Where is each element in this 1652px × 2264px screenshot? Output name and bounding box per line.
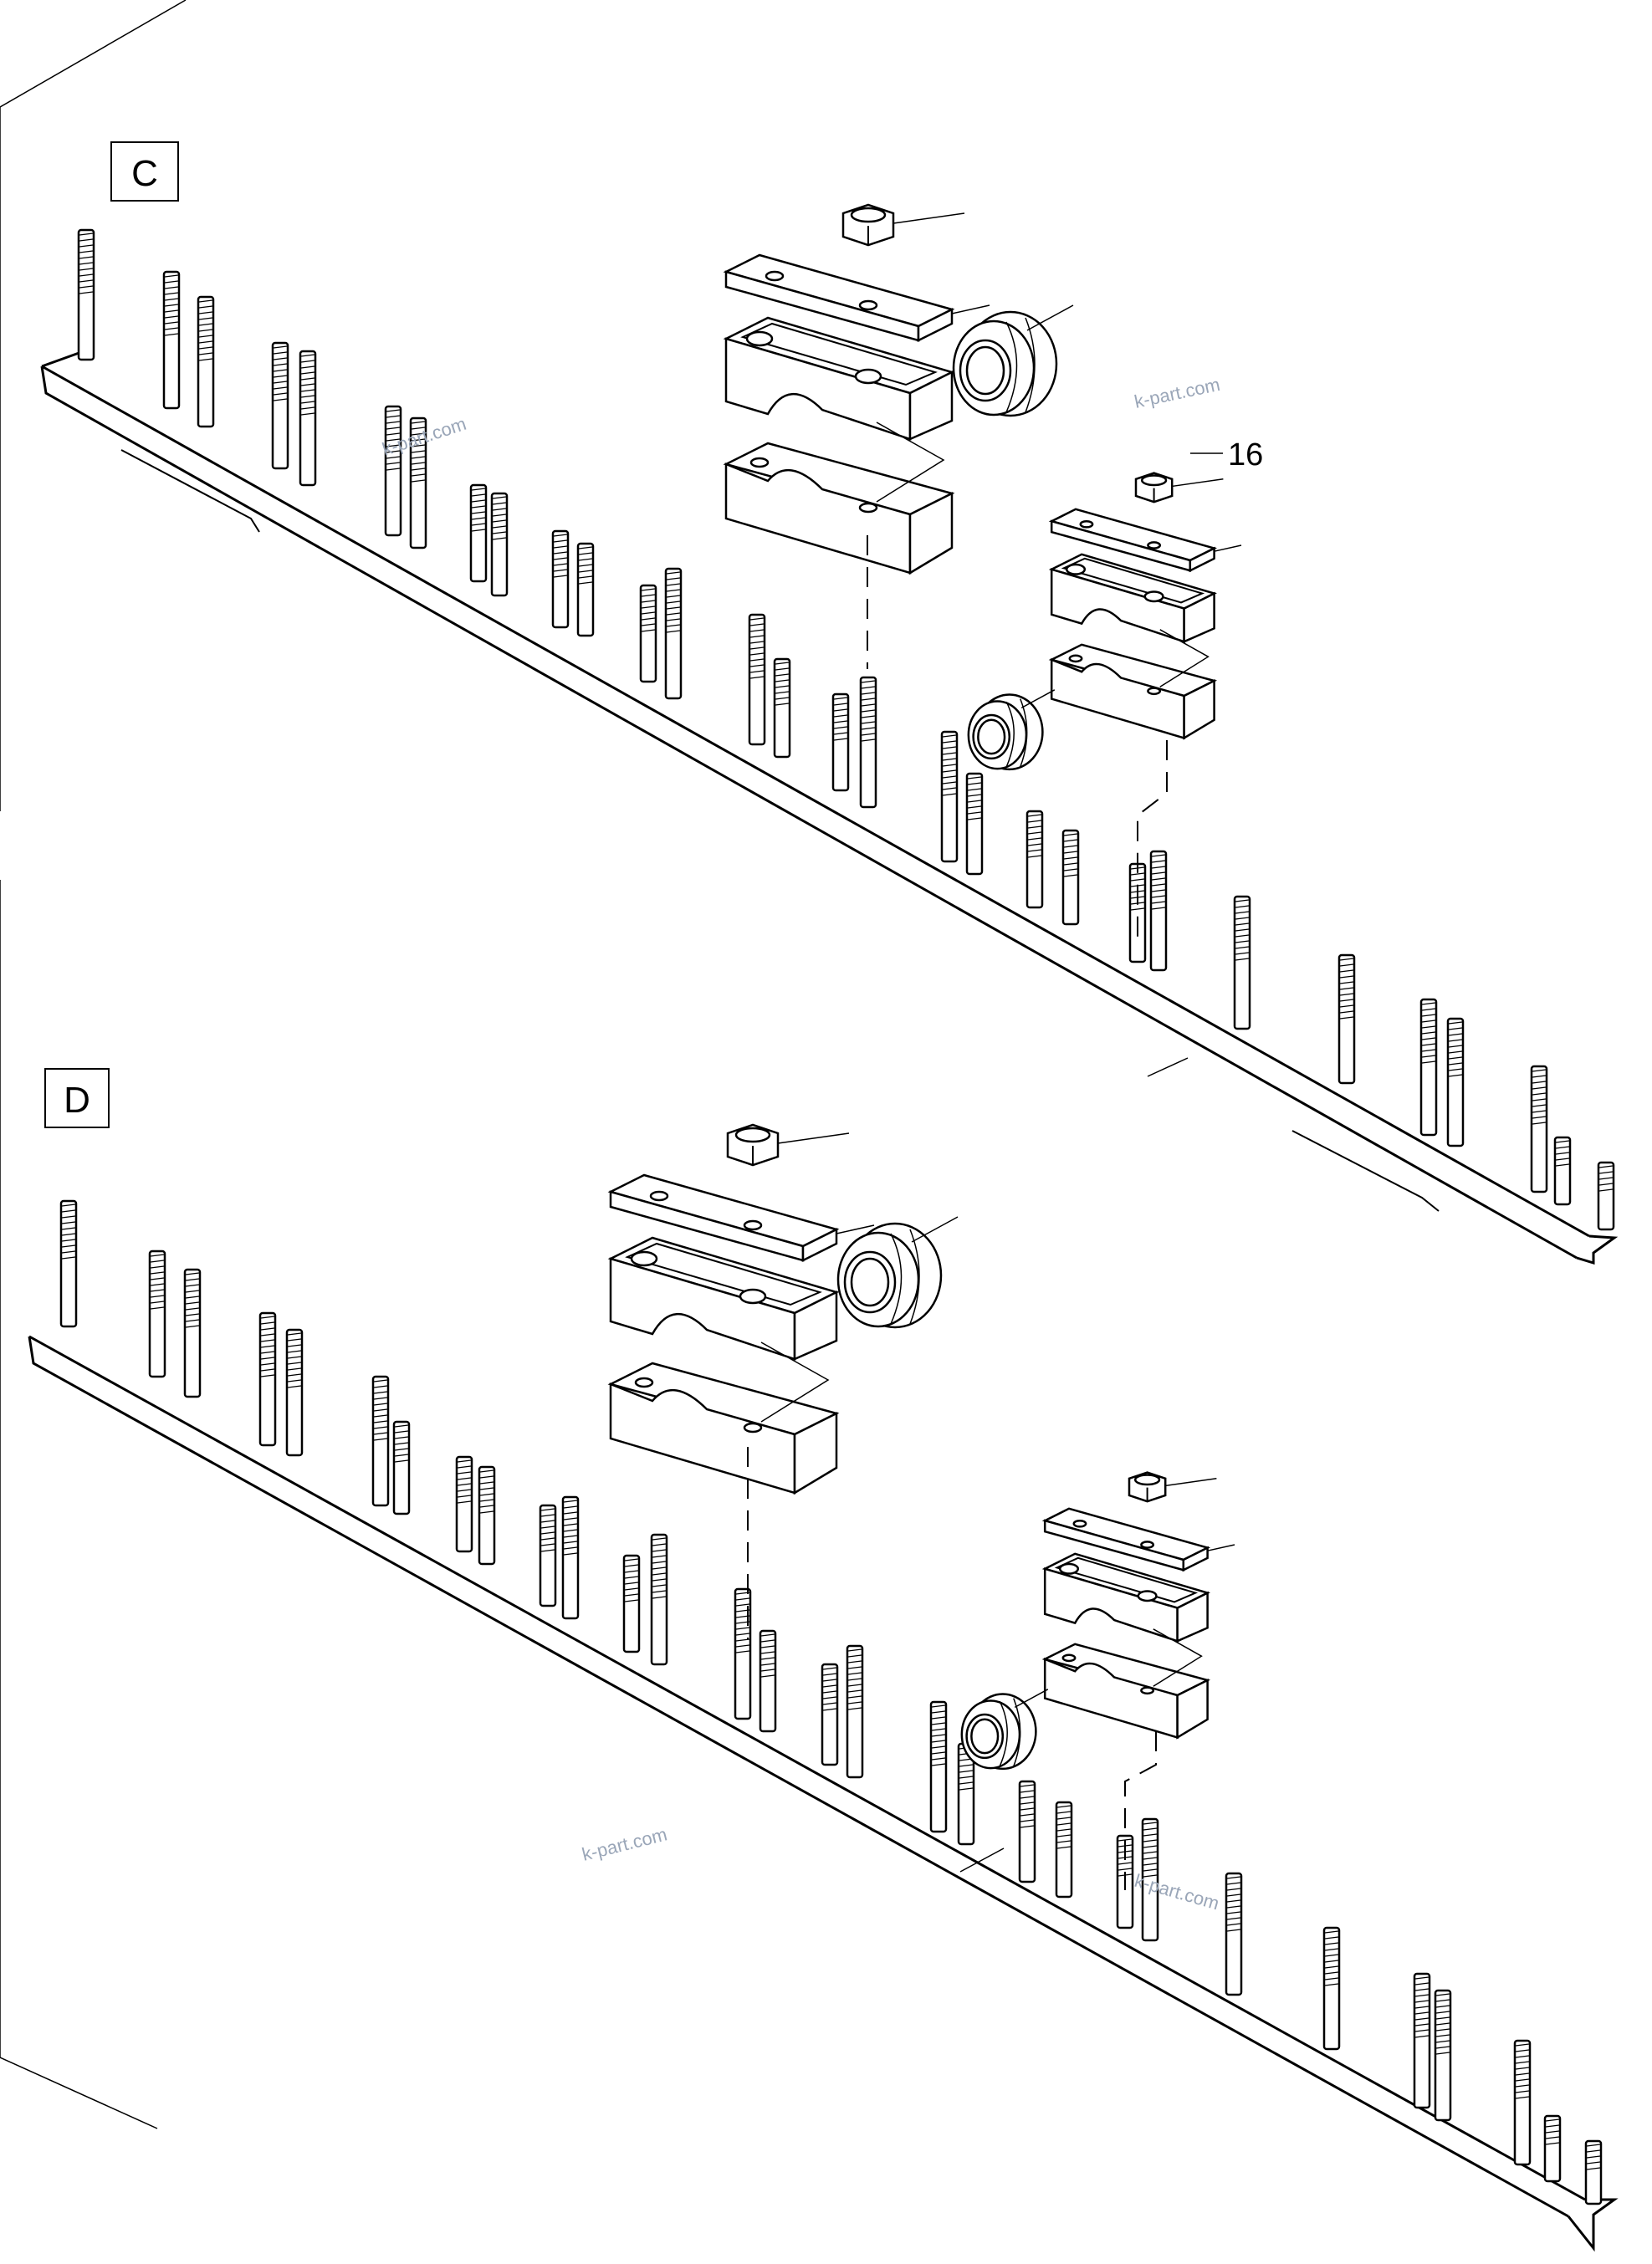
svg-text:16: 16 (1228, 437, 1263, 473)
page-frame-lines (0, 0, 187, 2129)
threaded-stud-25 (1337, 953, 1356, 1085)
threaded-stud-50 (1018, 1780, 1036, 1883)
threaded-stud-17 (859, 676, 877, 809)
rubber-grommet (836, 1216, 959, 1329)
threaded-stud-59 (1543, 2114, 1562, 2183)
threaded-stud-16 (831, 692, 850, 792)
clamp-assemblies (607, 203, 1242, 1890)
threaded-stud-37 (392, 1420, 411, 1515)
threaded-stud-13 (664, 567, 683, 700)
threaded-stud-9 (490, 492, 509, 597)
threaded-stud-2 (162, 270, 181, 410)
clamp-lower-half (723, 442, 955, 575)
threaded-stud-26 (1419, 998, 1438, 1137)
view-label-c: C (110, 141, 179, 202)
clamp-upper-half (723, 316, 955, 441)
threaded-stud-5 (299, 350, 317, 487)
threaded-stud-18 (940, 730, 959, 863)
threaded-stud-48 (929, 1700, 948, 1833)
rail-d (28, 1335, 1619, 2252)
threaded-stud-30 (1597, 1161, 1615, 1231)
clamp-upper-half (1048, 553, 1217, 644)
clamp-plate (607, 1173, 840, 1263)
svg-text:D: D (64, 1080, 90, 1121)
threaded-stud-45 (759, 1629, 777, 1733)
rail-c (40, 350, 1619, 1265)
threaded-stud-42 (622, 1554, 641, 1653)
threaded-stud-3 (197, 295, 215, 428)
clamp-assembly-c-1 (723, 203, 1074, 575)
threaded-stud-1 (77, 228, 95, 361)
threaded-stud-19 (965, 772, 984, 876)
clamp-plate (723, 253, 955, 343)
clamp-assembly-c-2 (967, 472, 1242, 771)
threaded-stud-31 (59, 1199, 78, 1328)
threaded-stud-36 (371, 1375, 390, 1507)
clamp-lower-half (607, 1362, 840, 1495)
threaded-stud-35 (285, 1328, 304, 1457)
threaded-stud-55 (1322, 1926, 1341, 2051)
threaded-stud-24 (1233, 895, 1251, 1030)
threaded-stud-28 (1530, 1065, 1548, 1193)
threaded-stud-7 (409, 417, 427, 549)
clamp-upper-half (607, 1236, 840, 1361)
threaded-stud-44 (734, 1587, 752, 1720)
rubber-grommet (960, 1689, 1049, 1771)
threaded-stud-23 (1149, 850, 1168, 972)
threaded-stud-21 (1061, 829, 1080, 926)
svg-text:C: C (131, 153, 158, 194)
threaded-stud-51 (1055, 1801, 1073, 1899)
rubber-grommet (967, 689, 1056, 771)
watermark-text: k-part.com (1133, 374, 1222, 412)
threaded-stud-54 (1225, 1872, 1243, 1996)
clamp-lower-half (1041, 1643, 1211, 1740)
clamp-upper-half (1041, 1552, 1210, 1643)
hex-nut (1134, 472, 1174, 503)
hex-nut (841, 203, 895, 247)
threaded-stud-8 (469, 483, 488, 583)
threaded-stud-43 (650, 1533, 668, 1666)
threaded-stud-4 (271, 341, 289, 470)
threaded-stud-11 (576, 542, 595, 637)
threaded-stud-46 (821, 1663, 839, 1766)
threaded-stud-6 (384, 405, 402, 537)
threaded-stud-10 (551, 529, 570, 629)
threaded-stud-32 (148, 1250, 166, 1378)
clamp-assembly-d-2 (960, 1471, 1235, 1771)
watermark-text: k-part.com (580, 1823, 669, 1864)
threaded-stud-27 (1446, 1017, 1465, 1147)
threaded-stud-56 (1413, 1972, 1431, 2109)
clamp-plate (1041, 1507, 1211, 1572)
threaded-stud-40 (539, 1504, 557, 1607)
threaded-studs (59, 228, 1615, 2205)
threaded-stud-53 (1141, 1817, 1159, 1942)
clamp-plate (1048, 508, 1218, 573)
threaded-stud-58 (1513, 2039, 1532, 2166)
threaded-stud-20 (1025, 810, 1044, 909)
threaded-stud-41 (561, 1495, 580, 1620)
clamp-lower-half (1048, 643, 1218, 740)
hex-nut (726, 1123, 780, 1167)
hex-nut (1128, 1471, 1167, 1503)
threaded-stud-60 (1584, 2139, 1603, 2205)
threaded-stud-14 (748, 613, 766, 746)
threaded-stud-39 (478, 1465, 496, 1566)
threaded-stud-34 (258, 1311, 277, 1447)
leader-line (1147, 1057, 1189, 1077)
threaded-stud-38 (455, 1455, 473, 1553)
threaded-stud-22 (1128, 862, 1147, 963)
threaded-stud-47 (846, 1644, 864, 1779)
threaded-stud-15 (773, 657, 791, 759)
threaded-stud-12 (639, 584, 657, 683)
threaded-stud-33 (183, 1268, 202, 1398)
threaded-stud-57 (1434, 1989, 1452, 2122)
leader-line (959, 1847, 1005, 1873)
threaded-stud-29 (1553, 1136, 1572, 1206)
clamp-assembly-d-1 (607, 1123, 959, 1495)
view-label-d: D (44, 1068, 110, 1128)
callout-16: 16 (1190, 437, 1263, 473)
rubber-grommet (952, 304, 1074, 417)
